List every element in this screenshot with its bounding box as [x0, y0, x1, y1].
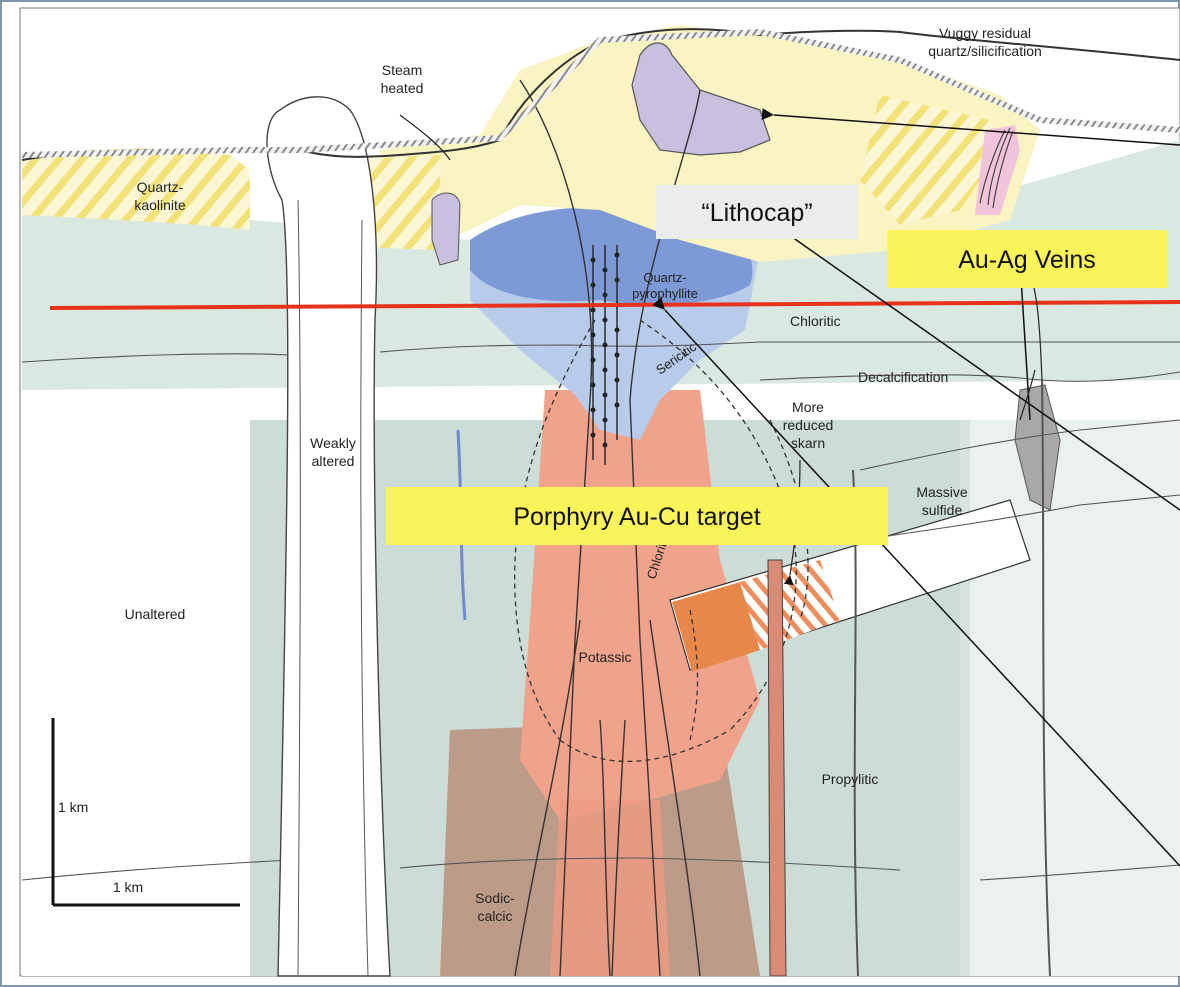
- weakly-altered-label: altered: [312, 453, 355, 469]
- scale-vertical-label: 1 km: [58, 799, 88, 815]
- decalcification-label: Decalcification: [858, 369, 948, 385]
- weakly-altered-label: Weakly: [310, 435, 356, 451]
- massive-sulfide-label: sulfide: [922, 502, 963, 518]
- scale-horizontal-label: 1 km: [113, 879, 143, 895]
- more-reduced-skarn-label: skarn: [791, 435, 825, 451]
- vuggy-label: quartz/silicification: [928, 43, 1042, 59]
- more-reduced-skarn-label: reduced: [783, 417, 834, 433]
- massive-sulfide-label: Massive: [916, 484, 968, 500]
- veins-callout-text: Au-Ag Veins: [958, 246, 1096, 274]
- quartz-pyrophyllite-label: pyrophyllite: [632, 286, 698, 301]
- steam-heated-label: Steam: [382, 62, 422, 78]
- propylitic-label: Propylitic: [822, 771, 879, 787]
- lithocap-callout-text: “Lithocap”: [701, 199, 812, 227]
- sodic-calcic-label: Sodic-: [475, 890, 515, 906]
- quartz-pyrophyllite-label: Quartz-: [643, 270, 686, 285]
- sodic-calcic-label: calcic: [477, 908, 512, 924]
- steam-heated-label: heated: [381, 80, 424, 96]
- vuggy-label: Vuggy residual: [939, 25, 1031, 41]
- propylitic-right-wash: [960, 420, 1180, 976]
- more-reduced-skarn-label: More: [792, 399, 824, 415]
- chloritic-label: Chloritic: [790, 313, 841, 329]
- quartz-kaolinite-label: kaolinite: [134, 197, 186, 213]
- potassic-label: Potassic: [579, 649, 632, 665]
- vuggy-left-small: [432, 193, 460, 265]
- porphyry-callout-text: Porphyry Au-Cu target: [513, 503, 760, 531]
- unaltered-label: Unaltered: [125, 606, 186, 622]
- potassic-root: [550, 800, 670, 976]
- quartz-kaolinite-label: Quartz-: [137, 179, 184, 195]
